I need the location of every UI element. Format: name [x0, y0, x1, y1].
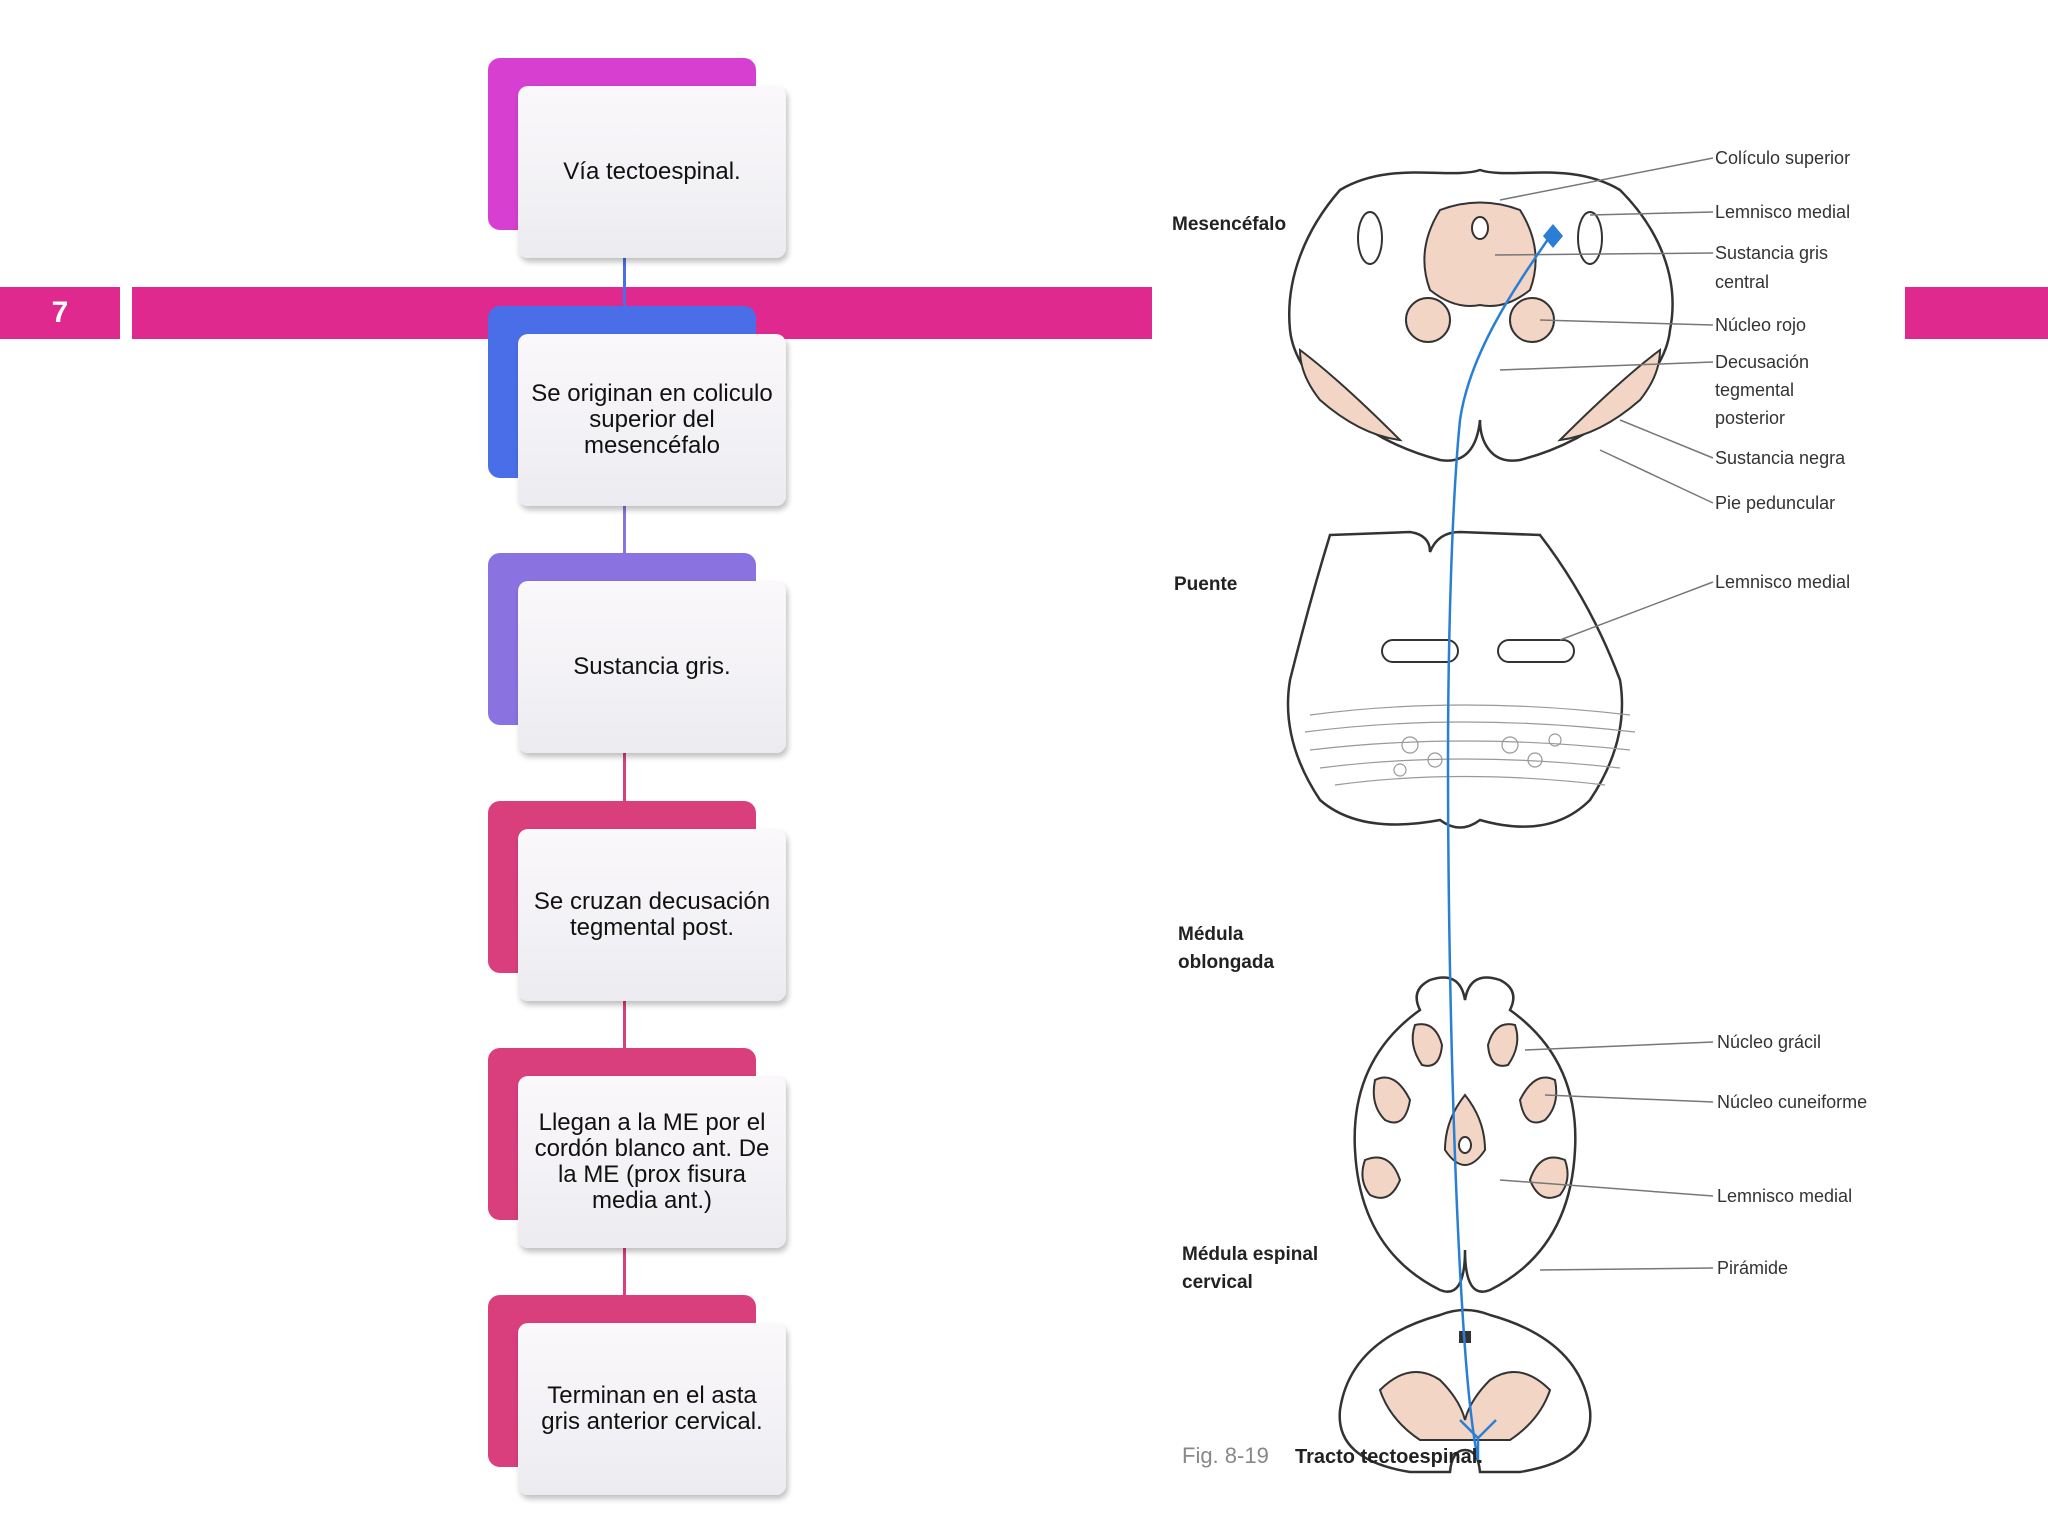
step-1: Vía tectoespinal.	[488, 58, 788, 266]
label-decusacion-2: tegmental	[1715, 380, 1794, 400]
label-medula-oblongada-2: oblongada	[1178, 952, 1274, 973]
pons-section	[1286, 530, 1624, 829]
tectospinal-tract-figure: Mesencéfalo Puente Médula oblongada Médu…	[1172, 148, 1867, 1474]
step-2: Se originan en coliculo superior del mes…	[488, 306, 788, 514]
svg-text:Pie peduncular: Pie peduncular	[1715, 493, 1835, 513]
label-sustancia-gris-2: central	[1715, 272, 1769, 292]
step-5: Llegan a la ME por el cordón blanco ant.…	[488, 1048, 788, 1256]
svg-text:Tracto tectoespinal.: Tracto tectoespinal.	[1295, 1446, 1483, 1468]
step-6: Terminan en el asta gris anterior cervic…	[488, 1295, 788, 1503]
figure-caption: Tracto tectoespinal.	[1295, 1446, 1483, 1468]
step-3-text: Sustancia gris.	[518, 581, 786, 753]
label-lemnisco-medial-1: Lemnisco medial	[1715, 202, 1850, 222]
label-coliculo-superior: Colículo superior	[1715, 148, 1850, 168]
label-decusacion-3: posterior	[1715, 408, 1785, 428]
step-4-text: Se cruzan decusación tegmental post.	[518, 829, 786, 1001]
svg-text:oblongada: oblongada	[1178, 952, 1274, 973]
label-nucleo-gracil: Núcleo grácil	[1717, 1032, 1821, 1052]
svg-text:Sustancia negra: Sustancia negra	[1715, 448, 1846, 468]
substantia-nigra-right	[1557, 347, 1662, 442]
cuneate-nucleus-right	[1528, 1156, 1569, 1199]
slide-number: 7	[51, 296, 69, 329]
svg-text:Decusación: Decusación	[1715, 352, 1809, 372]
step-4: Se cruzan decusación tegmental post.	[488, 801, 788, 1009]
label-nucleo-cuneiforme: Núcleo cuneiforme	[1717, 1092, 1867, 1112]
title-band-right	[1905, 287, 2048, 339]
step-2-text: Se originan en coliculo superior del mes…	[518, 334, 786, 506]
svg-text:tegmental: tegmental	[1715, 380, 1794, 400]
svg-text:Núcleo rojo: Núcleo rojo	[1715, 315, 1806, 335]
spinal-gray-matter	[1378, 1371, 1552, 1441]
gracile-nucleus-left	[1372, 1076, 1412, 1124]
svg-text:posterior: posterior	[1715, 408, 1785, 428]
svg-text:Lemnisco medial: Lemnisco medial	[1715, 202, 1850, 222]
label-medula-espinal-1: Médula espinal	[1182, 1244, 1318, 1265]
svg-text:cervical: cervical	[1182, 1272, 1253, 1293]
svg-text:Puente: Puente	[1174, 574, 1237, 595]
svg-text:Núcleo grácil: Núcleo grácil	[1717, 1032, 1821, 1052]
label-pie-peduncular: Pie peduncular	[1715, 493, 1835, 513]
label-sustancia-negra: Sustancia negra	[1715, 448, 1846, 468]
label-sustancia-gris-1: Sustancia gris	[1715, 243, 1828, 263]
svg-text:Pirámide: Pirámide	[1717, 1258, 1788, 1278]
connector-3	[623, 745, 626, 805]
step-5-text: Llegan a la ME por el cordón blanco ant.…	[518, 1076, 786, 1248]
label-medula-oblongada-1: Médula	[1178, 924, 1244, 945]
svg-text:Mesencéfalo: Mesencéfalo	[1172, 214, 1286, 235]
tract-origin-marker	[1543, 224, 1563, 248]
central-gray-matter	[1423, 201, 1537, 307]
cervical-spinal-cord-section	[1338, 1308, 1592, 1474]
step-6-text: Terminan en el asta gris anterior cervic…	[518, 1323, 786, 1495]
connector-4	[623, 993, 626, 1053]
step-1-text: Vía tectoespinal.	[518, 86, 786, 258]
label-piramide: Pirámide	[1717, 1258, 1788, 1278]
step-3: Sustancia gris.	[488, 553, 788, 761]
gracile-nucleus-right	[1518, 1076, 1558, 1124]
figure-number: Fig. 8-19	[1182, 1443, 1269, 1468]
svg-text:Lemnisco medial: Lemnisco medial	[1715, 572, 1850, 592]
slide-number-box	[0, 287, 120, 339]
label-mesencefalo: Mesencéfalo	[1172, 214, 1286, 235]
label-nucleo-rojo: Núcleo rojo	[1715, 315, 1806, 335]
svg-text:Médula espinal: Médula espinal	[1182, 1244, 1318, 1265]
label-lemnisco-medial-2: Lemnisco medial	[1715, 572, 1850, 592]
connector-2	[623, 498, 626, 558]
label-decusacion-1: Decusación	[1715, 352, 1809, 372]
substantia-nigra-left	[1298, 347, 1403, 442]
tectospinal-tract-line	[1446, 231, 1555, 1461]
svg-text:Lemnisco medial: Lemnisco medial	[1717, 1186, 1852, 1206]
label-puente: Puente	[1174, 574, 1237, 595]
svg-text:Fig. 8-19: Fig. 8-19	[1182, 1443, 1269, 1468]
svg-text:central: central	[1715, 272, 1769, 292]
cuneate-nucleus-left	[1361, 1156, 1402, 1199]
medulla-nucleus-left	[1411, 1023, 1444, 1067]
medulla-nucleus-right	[1486, 1023, 1519, 1067]
red-nucleus-left	[1405, 297, 1451, 343]
connector-1	[623, 250, 626, 310]
svg-text:Médula: Médula	[1178, 924, 1244, 945]
label-lemnisco-medial-3: Lemnisco medial	[1717, 1186, 1852, 1206]
svg-text:Núcleo cuneiforme: Núcleo cuneiforme	[1717, 1092, 1867, 1112]
svg-text:Sustancia gris: Sustancia gris	[1715, 243, 1828, 263]
connector-5	[623, 1241, 626, 1301]
svg-text:Colículo superior: Colículo superior	[1715, 148, 1850, 168]
label-medula-espinal-2: cervical	[1182, 1272, 1253, 1293]
